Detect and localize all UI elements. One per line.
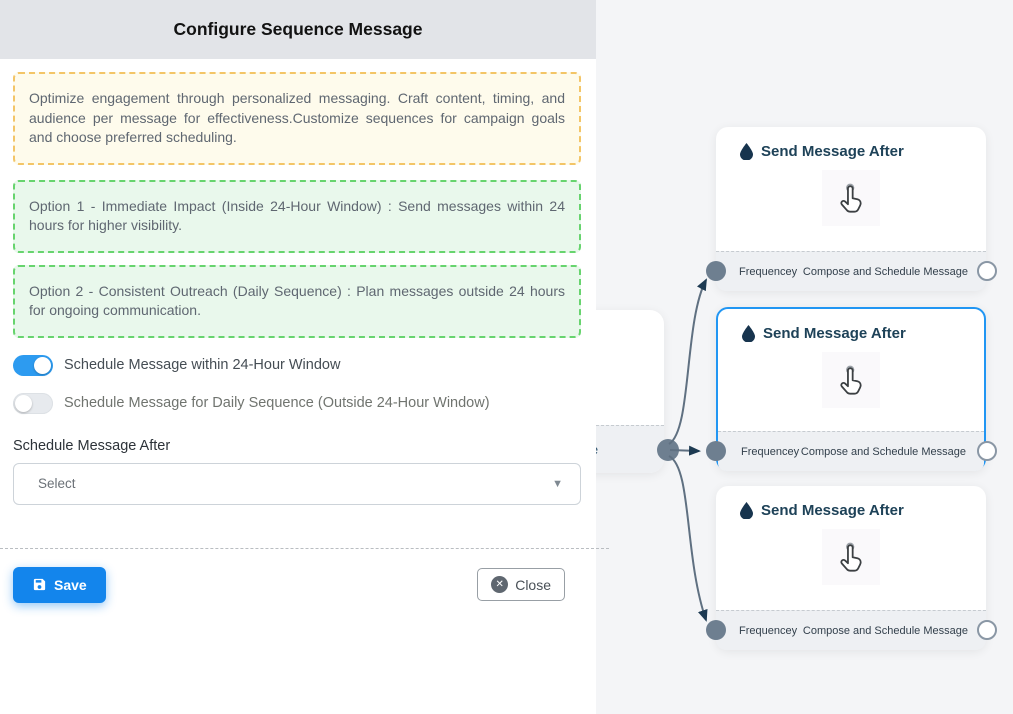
source-connector-dot[interactable] — [657, 439, 679, 461]
footer-divider — [0, 547, 609, 549]
edge-to-node-3 — [668, 455, 708, 622]
close-button[interactable]: ✕ Close — [477, 568, 565, 601]
droplet-icon — [740, 143, 753, 160]
schedule-after-select[interactable]: Select ▼ — [13, 462, 581, 505]
save-button[interactable]: Save — [13, 566, 106, 603]
select-value: Select — [38, 476, 76, 491]
info-note: Optimize engagement through personalized… — [13, 72, 581, 165]
toggle-knob — [34, 356, 51, 374]
toggle-daily-sequence[interactable] — [13, 392, 53, 414]
panel-header: Configure Sequence Message — [0, 0, 596, 59]
tap-hand-icon[interactable] — [822, 352, 880, 408]
close-icon: ✕ — [491, 576, 509, 593]
save-icon — [33, 578, 46, 591]
edge-to-node-1 — [668, 278, 707, 445]
configure-sequence-panel: Configure Sequence Message Optimize enga… — [0, 0, 609, 603]
tap-hand-icon[interactable] — [822, 529, 880, 585]
node-title: Send Message After — [761, 502, 904, 519]
option-1-note: Option 1 - Immediate Impact (Inside 24-H… — [13, 179, 581, 253]
node-body: Send Message After — [716, 486, 986, 610]
option-2-note: Option 2 - Consistent Outreach (Daily Se… — [13, 264, 581, 338]
output-port-circle[interactable] — [977, 261, 997, 281]
toggle-daily-sequence-label: Schedule Message for Daily Sequence (Out… — [64, 395, 490, 411]
input-port-dot[interactable] — [706, 441, 726, 461]
node-send-message-after-2-selected[interactable]: Send Message After Frequencey Compose an… — [706, 307, 997, 471]
chevron-down-icon: ▼ — [552, 477, 563, 490]
node-title: Send Message After — [763, 325, 906, 342]
droplet-icon — [742, 325, 755, 342]
page-title: Configure Sequence Message — [173, 19, 423, 39]
schedule-after-label: Schedule Message After — [13, 437, 171, 454]
flow-canvas[interactable]: ce Message Send Message After Frequencey… — [516, 0, 1013, 714]
node-send-message-after-1[interactable]: Send Message After Frequencey Compose an… — [706, 127, 997, 291]
node-body: Send Message After — [716, 127, 986, 251]
node-footer-frequency[interactable]: Frequencey — [739, 265, 798, 278]
node-footer-compose[interactable]: Compose and Schedule Message — [802, 624, 968, 637]
input-port-dot[interactable] — [706, 620, 726, 640]
node-footer-compose[interactable]: Compose and Schedule Message — [800, 445, 966, 458]
output-port-circle[interactable] — [977, 441, 997, 461]
tap-hand-icon[interactable] — [822, 170, 880, 226]
output-port-circle[interactable] — [977, 620, 997, 640]
node-footer-frequency[interactable]: Frequencey — [739, 624, 798, 637]
node-footer-frequency[interactable]: Frequencey — [741, 445, 800, 458]
node-title: Send Message After — [761, 143, 904, 160]
droplet-icon — [740, 502, 753, 519]
toggle-24-hour-window-label: Schedule Message within 24-Hour Window — [64, 357, 341, 373]
node-send-message-after-3[interactable]: Send Message After Frequencey Compose an… — [706, 486, 997, 650]
node-footer-compose[interactable]: Compose and Schedule Message — [802, 265, 968, 278]
input-port-dot[interactable] — [706, 261, 726, 281]
save-button-label: Save — [54, 576, 87, 593]
toggle-24-hour-window[interactable] — [13, 354, 53, 376]
toggle-knob — [15, 394, 32, 412]
node-body: Send Message After — [718, 309, 984, 431]
close-button-label: Close — [515, 576, 551, 593]
